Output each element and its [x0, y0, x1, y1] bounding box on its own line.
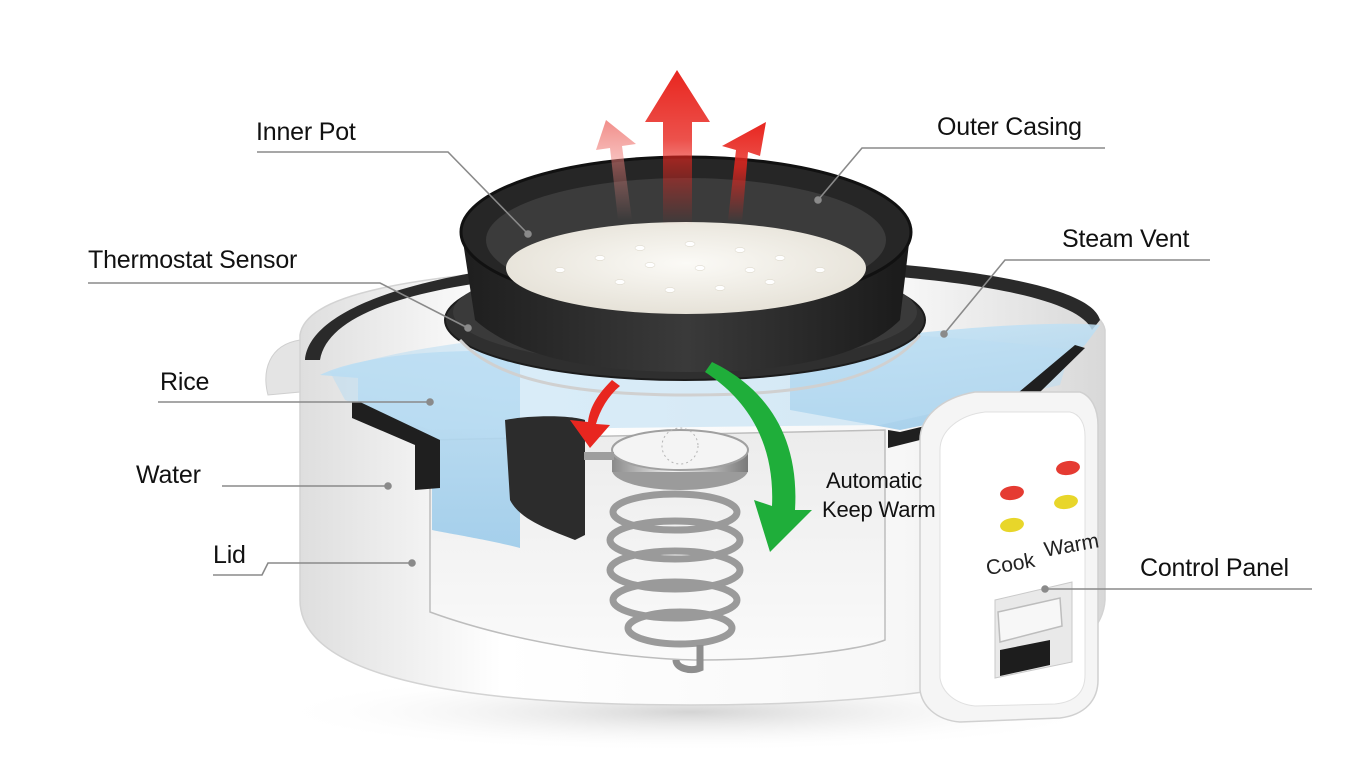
- steam-arrows: [596, 70, 766, 225]
- side-handle: [265, 339, 301, 396]
- switch-lever[interactable]: [997, 597, 1063, 643]
- heating-coil: [606, 490, 744, 674]
- steam-arrow-right: [722, 122, 766, 222]
- label-thermostat-sensor: Thermostat Sensor: [88, 246, 298, 274]
- label-steam-vent: Steam Vent: [1062, 225, 1190, 253]
- warm-led-yellow: [1054, 494, 1078, 510]
- cook-led-red: [1000, 485, 1024, 501]
- warm-led-red: [1056, 460, 1080, 476]
- steam-arrow-left: [596, 120, 636, 220]
- inner-pot-bowl: [505, 416, 585, 540]
- leader-outer-casing: [817, 147, 1105, 201]
- leader-steam-vent: [943, 259, 1210, 335]
- label-water: Water: [136, 461, 201, 489]
- label-keep-warm: Keep Warm: [822, 497, 936, 522]
- control-panel: [919, 391, 1099, 723]
- label-inner-pot: Inner Pot: [256, 118, 356, 146]
- label-control-panel: Control Panel: [1140, 554, 1289, 582]
- label-automatic: Automatic: [826, 468, 923, 493]
- rice-surface: [506, 222, 866, 314]
- keep-warm-arrow: [705, 362, 812, 552]
- switch-slot-dark: [1000, 640, 1050, 676]
- leader-inner-pot: [257, 151, 529, 235]
- cut-wall-right: [888, 345, 1085, 448]
- heat-down-arrow: [570, 380, 620, 448]
- cut-wall-left: [352, 402, 440, 490]
- label-outer-casing: Outer Casing: [937, 113, 1082, 141]
- label-lid: Lid: [213, 541, 246, 569]
- rice-grains: [554, 241, 826, 293]
- label-rice: Rice: [160, 368, 210, 396]
- leader-lid: [213, 562, 412, 576]
- cook-led-yellow: [1000, 517, 1024, 533]
- leader-lines: [88, 147, 1312, 593]
- inner-pot-flange-ring: [458, 334, 922, 397]
- thermostat-disc: [584, 427, 749, 490]
- steam-arrow-center: [645, 70, 710, 225]
- leader-thermostat: [88, 282, 469, 329]
